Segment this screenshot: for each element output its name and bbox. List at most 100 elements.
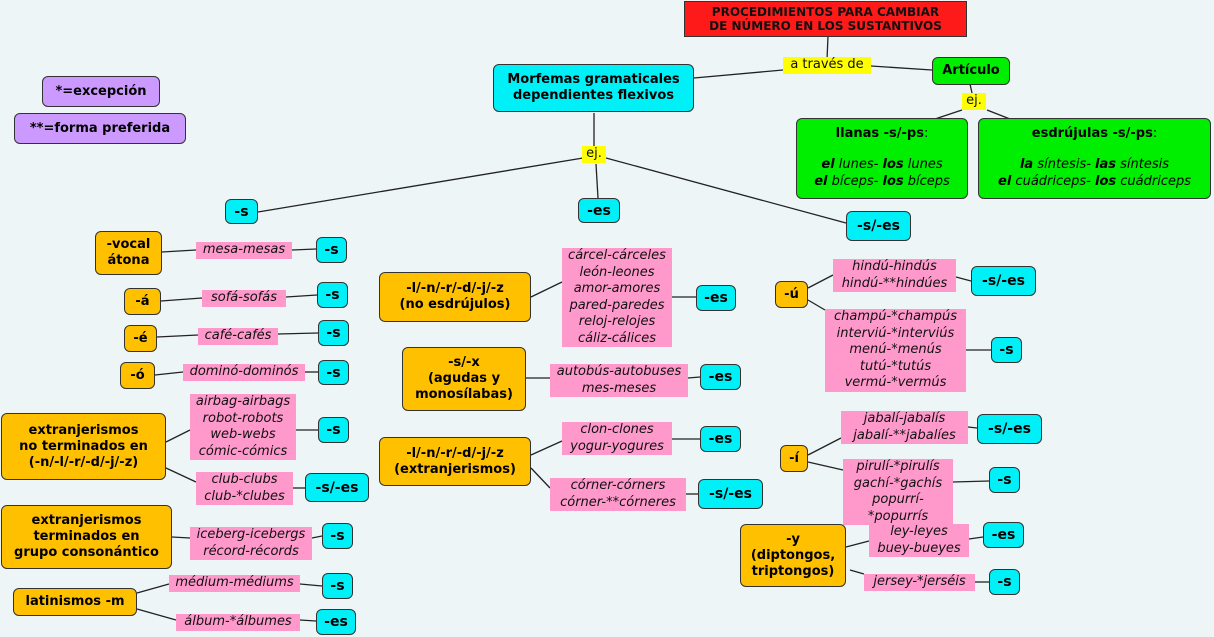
consonant-foreign-line-1: -l/-n/-r/-d/-j/-z [406, 445, 504, 461]
example-item: amor-amores [573, 281, 661, 296]
consonant-suffix: -es [696, 285, 736, 311]
esdrujulas-node: esdrújulas -s/-ps: la síntesis- las sínt… [978, 118, 1211, 199]
example-item: cáliz-cálices [577, 330, 657, 346]
s-x-line-1: -s/-x [448, 355, 480, 370]
consonant-line-1: -l/-n/-r/-d/-j/-z [406, 281, 504, 296]
y-line-3: triptongos) [751, 563, 835, 579]
vocal-atona-example: mesa-mesas [196, 242, 292, 259]
example-item: popurrí-*popurrís [867, 492, 929, 524]
y-suffix-s: -s [989, 569, 1020, 595]
cluster-examples: iceberg-icebergs récord-récords [190, 527, 312, 560]
example-item: hindú-**hindúes [841, 275, 948, 291]
example-item: león-leones [579, 264, 655, 280]
consonant-non-esdrujulas-node: -l/-n/-r/-d/-j/-z (no esdrújulos) [379, 272, 531, 322]
example-item: cárcel-cárceles [568, 248, 666, 263]
foreign-words-not-ending-node: extranjerismos no terminados en (-n/-l/-… [1, 413, 166, 480]
latinisms-example-1: médium-médiums [169, 575, 300, 592]
vocal-atona-line-2: átona [107, 253, 150, 268]
u-stressed-suffix-s: -s [991, 337, 1022, 363]
example-item: vermú-*vermús [844, 375, 947, 390]
example-item: web-webs [210, 427, 276, 442]
foreign-examples-s: airbag-airbags robot-robots web-webs cóm… [190, 394, 296, 460]
morphemes-eg-label: ej. [582, 146, 606, 163]
example-item: ley-leyes [890, 524, 948, 539]
vocal-atona-node: -vocal átona [95, 231, 162, 275]
example-item: yogur-yogures [570, 438, 664, 454]
article-node: Artículo [932, 57, 1010, 85]
vocal-atona-suffix: -s [316, 237, 347, 263]
foreign-examples-club: club-clubs club-*clubes [196, 472, 293, 505]
example-item: pared-paredes [569, 297, 665, 313]
o-stressed-node: -ó [120, 362, 155, 389]
branch-es: -es [578, 198, 620, 223]
latinisms-node: latinismos -m [13, 588, 137, 616]
example-item: club-*clubes [204, 488, 285, 504]
example-item: buey-bueyes [877, 540, 961, 556]
example-item: champú-*champús [834, 309, 957, 324]
u-stressed-node: -ú [775, 281, 808, 308]
article-eg-label: ej. [962, 93, 986, 110]
example-item: jabalí-**jabalíes [853, 427, 956, 443]
branch-s: -s [225, 199, 258, 224]
morphemes-line-1: Morfemas gramaticales [507, 72, 680, 87]
i-stressed-examples-s-es: jabalí-jabalís jabalí-**jabalíes [841, 411, 968, 444]
foreign-line-1: extranjerismos [28, 422, 139, 438]
foreign-line-2: no terminados en [19, 438, 148, 454]
y-suffix-es: -es [983, 522, 1024, 548]
e-stressed-node: -é [124, 325, 157, 352]
foreign-suffix-s-es: -s/-es [305, 473, 369, 502]
example-item: robot-robots [202, 410, 284, 426]
via-connector-label: a través de [783, 57, 871, 74]
s-x-line-3: monosílabas) [415, 387, 513, 402]
consonant-foreign-examples-corner: córner-córners córner-**córneres [550, 478, 686, 511]
morphemes-line-2: dependientes flexivos [512, 88, 675, 103]
llanas-example-1: el lunes- los lunes [821, 157, 943, 172]
llanas-example-2: el bíceps- los bíceps [814, 174, 950, 189]
example-item: autobús-autobuses [556, 364, 682, 379]
example-item: hindú-hindús [852, 259, 937, 274]
i-stressed-suffix-s: -s [989, 467, 1020, 493]
title-line-2: DE NÚMERO EN LOS SUSTANTIVOS [709, 19, 942, 33]
cluster-suffix: -s [322, 523, 353, 549]
cluster-line-3: grupo consonántico [14, 545, 159, 560]
i-stressed-examples-s: pirulí-*pirulís gachí-*gachís popurrí-*p… [843, 459, 953, 525]
s-x-node: -s/-x (agudas y monosílabas) [402, 347, 526, 411]
example-item: tutú-*tutús [859, 358, 932, 374]
a-stressed-suffix: -s [317, 282, 348, 308]
diagram-title: PROCEDIMIENTOS PARA CAMBIAR DE NÚMERO EN… [684, 1, 967, 37]
example-item: récord-récords [203, 543, 299, 559]
example-item: club-clubs [211, 472, 278, 487]
s-x-suffix: -es [700, 364, 741, 390]
legend-exception: *=excepción [42, 76, 160, 107]
esdrujulas-example-2: el cuádriceps- los cuádriceps [998, 174, 1191, 189]
foreign-suffix-s: -s [318, 417, 349, 443]
foreign-line-3: (-n/-l/-r/-d/-j/-z) [28, 454, 139, 470]
consonant-foreign-node: -l/-n/-r/-d/-j/-z (extranjerismos) [379, 437, 531, 486]
y-line-2: (diptongos, [750, 547, 836, 563]
latinisms-example-2: álbum-*álbumes [176, 614, 300, 631]
i-stressed-suffix-s-es: -s/-es [977, 414, 1042, 444]
example-item: jabalí-jabalís [863, 411, 946, 426]
cluster-line-1: extranjerismos [31, 513, 142, 528]
example-item: iceberg-icebergs [196, 527, 306, 542]
cluster-line-2: terminados en [33, 529, 140, 544]
u-stressed-suffix-s-es: -s/-es [971, 266, 1036, 296]
latinisms-suffix-es: -es [316, 609, 356, 635]
consonant-foreign-line-2: (extranjerismos) [394, 461, 516, 477]
example-item: pirulí-*pirulís [856, 459, 940, 474]
legend-preferred-form: **=forma preferida [14, 113, 186, 144]
example-item: mes-meses [581, 380, 657, 396]
e-stressed-example: café-cafés [198, 328, 278, 345]
example-item: cómic-cómics [198, 443, 288, 459]
consonant-foreign-suffix-es: -es [700, 426, 741, 452]
a-stressed-example: sofá-sofás [202, 290, 286, 307]
vocal-atona-line-1: -vocal [106, 237, 151, 252]
example-item: córner-córners [570, 478, 666, 493]
esdrujulas-example-1: la síntesis- las síntesis [1019, 157, 1170, 172]
morphemes-node: Morfemas gramaticales dependientes flexi… [493, 64, 694, 112]
consonant-foreign-examples-es: clon-clones yogur-yogures [562, 422, 672, 455]
foreign-consonant-cluster-node: extranjerismos terminados en grupo conso… [1, 505, 172, 569]
esdrujulas-heading: esdrújulas -s/-ps: [1031, 126, 1158, 141]
o-stressed-suffix: -s [318, 360, 349, 385]
